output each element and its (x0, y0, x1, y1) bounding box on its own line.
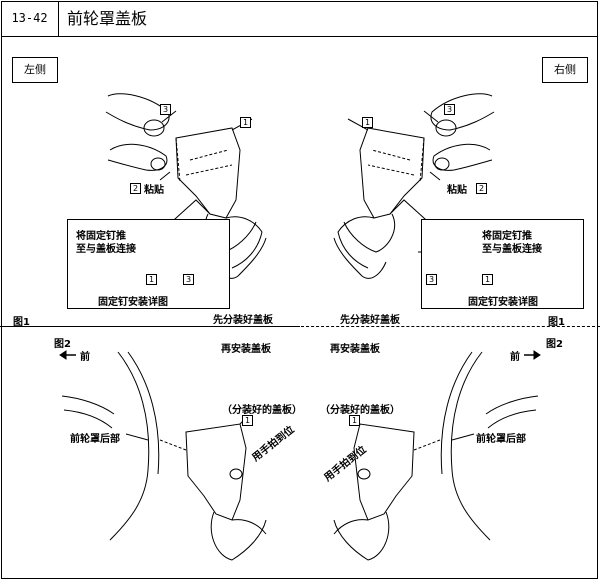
figure2-label-right: 图2 (546, 339, 563, 350)
detail-text-line2-right: 至与盖板连接 (482, 244, 542, 255)
right-side-label: 右侧 (542, 57, 588, 83)
section-number: 13-42 (1, 1, 59, 36)
clip-detail-box-left: 将固定钉推 至与盖板连接 固定钉安装详图 1 3 (67, 219, 230, 309)
subassembled-label-left: （分装好的盖板） (222, 405, 302, 416)
detail-text-line1-left: 将固定钉推 (76, 231, 126, 242)
detail-callout-1-right: 1 (482, 274, 493, 285)
fig2-callout-1-left: 1 (242, 415, 253, 426)
front-arrow-right-icon (524, 350, 541, 360)
callout-3-right: 3 (444, 104, 455, 115)
callout-2-left: 2 (130, 183, 141, 194)
detail-callout-3-right: 3 (426, 274, 437, 285)
callout-2-right: 2 (476, 183, 487, 194)
detail-callout-1-left: 1 (146, 274, 157, 285)
figure-separator-solid (0, 326, 300, 327)
fig2-callout-1-right: 1 (349, 415, 360, 426)
step2-caption-left: 再安装盖板 (221, 344, 271, 355)
front-label-left: 前 (80, 352, 90, 363)
clip-detail-box-right: 将固定钉推 至与盖板连接 固定钉安装详图 3 1 (421, 219, 584, 309)
figure1-label-left: 图1 (13, 317, 30, 328)
detail-callout-3-left: 3 (183, 274, 194, 285)
detail-caption-right: 固定钉安装详图 (468, 297, 538, 308)
left-panel-drawing (105, 93, 267, 279)
page-header: 13-42 前轮罩盖板 (1, 1, 598, 37)
detail-text-line2-left: 至与盖板连接 (76, 244, 136, 255)
step1-caption-right: 先分装好盖板 (340, 315, 400, 326)
figure1-label-right: 图1 (548, 317, 565, 328)
callout-1-right: 1 (362, 117, 373, 128)
callout-1-left: 1 (240, 117, 251, 128)
rear-label-right: 前轮罩后部 (476, 434, 526, 445)
right-panel-drawing (333, 93, 495, 279)
paste-label-left: 粘贴 (144, 185, 164, 196)
front-label-right: 前 (510, 352, 520, 363)
front-arrow-left-icon (59, 350, 76, 360)
step2-caption-right: 再安装盖板 (330, 344, 380, 355)
figure-separator (0, 326, 600, 327)
paste-label-right: 粘贴 (447, 185, 467, 196)
step1-caption-left: 先分装好盖板 (213, 315, 273, 326)
rear-label-left: 前轮罩后部 (70, 434, 120, 445)
left-side-label: 左侧 (12, 57, 58, 83)
callout-3-left: 3 (160, 104, 171, 115)
detail-text-line1-right: 将固定钉推 (482, 231, 532, 242)
figure2-label-left: 图2 (54, 339, 71, 350)
page-title: 前轮罩盖板 (67, 9, 148, 28)
subassembled-label-right: （分装好的盖板） (320, 405, 400, 416)
left-wheelhouse-drawing (61, 351, 267, 561)
detail-caption-left: 固定钉安装详图 (98, 297, 168, 308)
